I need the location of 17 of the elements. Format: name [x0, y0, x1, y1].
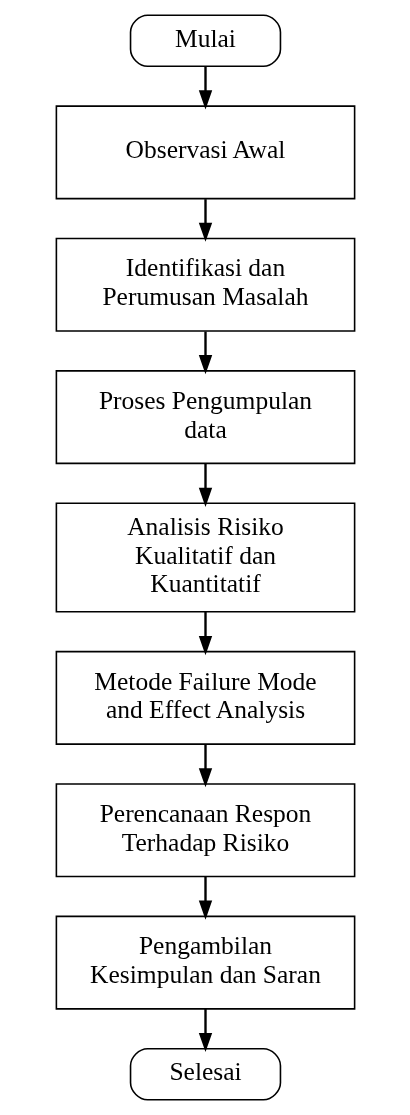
arrow: [198, 463, 212, 507]
node-box: Selesai: [129, 1047, 281, 1101]
node-box: Analisis Risiko Kualitatif dan Kuantitatif: [55, 502, 355, 613]
arrow: [198, 1008, 212, 1053]
node-box: Observasi Awal: [55, 105, 355, 200]
arrow: [198, 877, 212, 920]
arrow: [198, 611, 212, 656]
node-box: Identifikasi dan Perumusan Masalah: [55, 237, 355, 332]
node-box: Metode Failure Mode and Effect Analysis: [55, 650, 355, 745]
arrow: [198, 744, 212, 788]
arrow: [198, 66, 212, 110]
node-box: Perencanaan Respon Terhadap Risiko: [55, 783, 355, 878]
node-box: Proses Pengumpulan data: [55, 370, 355, 465]
node-box: Pengambilan Kesimpulan dan Saran: [55, 915, 355, 1010]
node-box: Mulai: [129, 14, 281, 68]
arrow: [198, 331, 212, 375]
arrow: [198, 199, 212, 242]
